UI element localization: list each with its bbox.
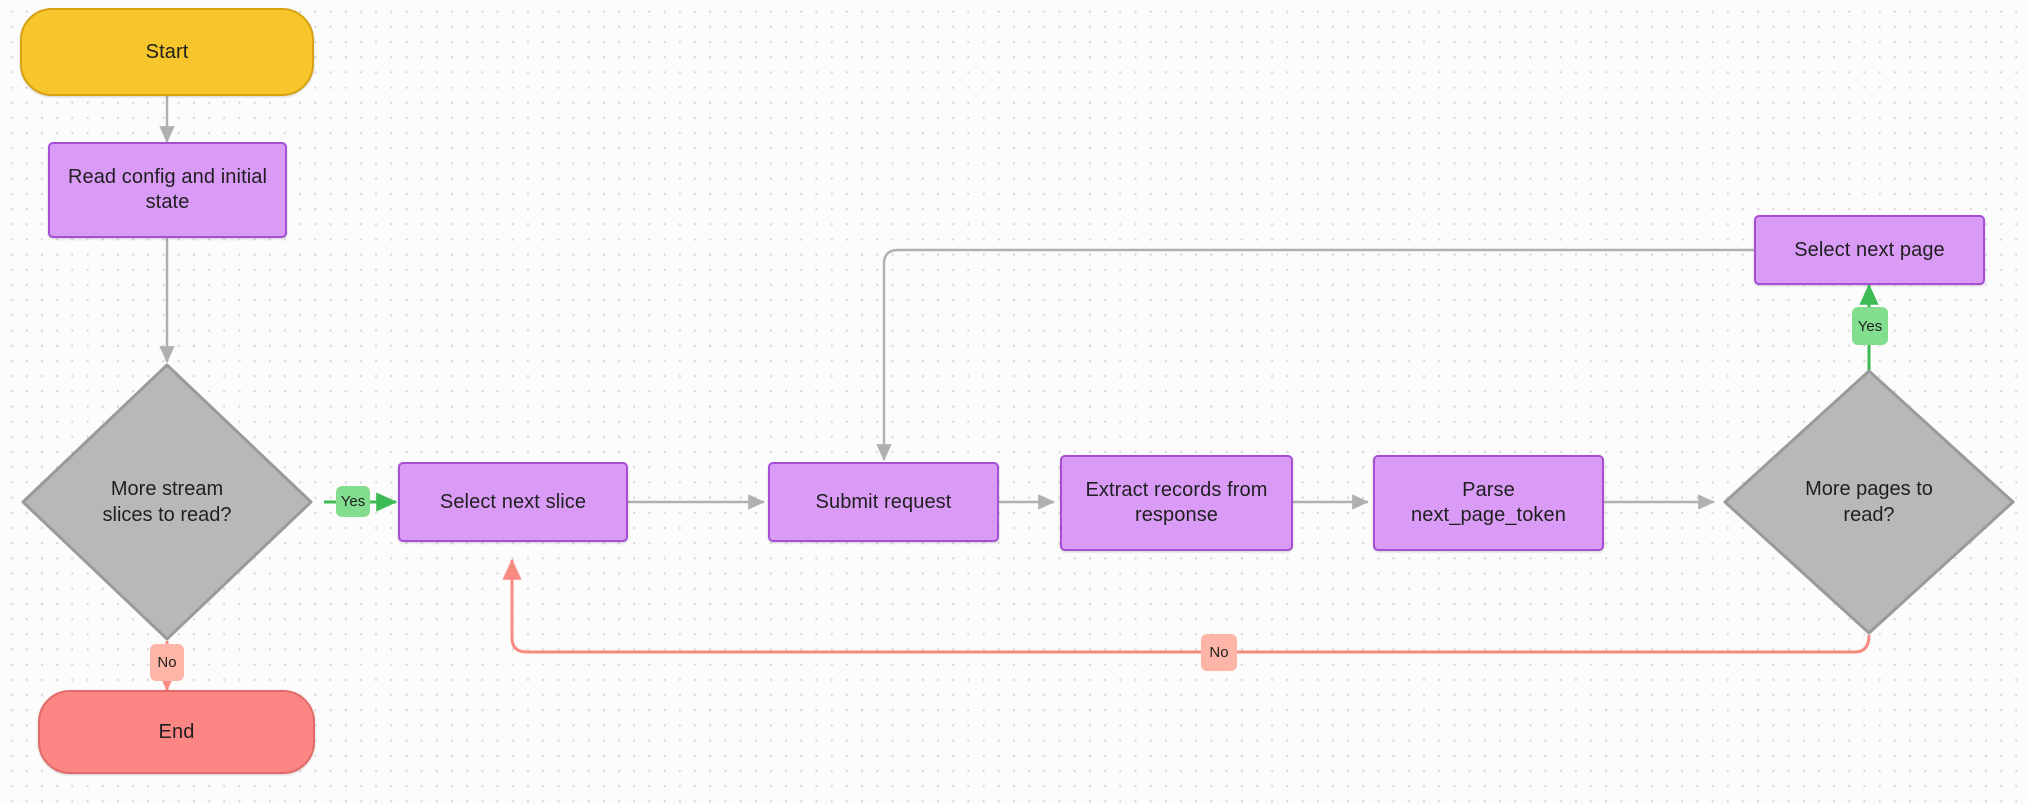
edge-label-yes-pages: Yes (1852, 307, 1888, 345)
node-extract-records[interactable]: Extract records from response (1060, 455, 1293, 551)
edge-more-pages-no-to-next-slice-loop (502, 558, 1871, 654)
node-read-config[interactable]: Read config and initial state (48, 142, 287, 238)
node-select-next-page-label: Select next page (1794, 238, 1945, 261)
node-end[interactable]: End (38, 690, 315, 774)
edge-label-yes-slices: Yes (336, 486, 370, 517)
node-end-label: End (158, 720, 195, 743)
node-start-label: Start (145, 40, 189, 63)
node-start[interactable]: Start (20, 8, 314, 96)
node-parse-next-page-token[interactable]: Parse next_page_token (1373, 455, 1604, 551)
edge-next-page-to-submit-loop (876, 248, 1754, 461)
node-select-next-slice[interactable]: Select next slice (398, 462, 628, 542)
node-more-pages[interactable]: More pages to read? (1722, 368, 2016, 636)
node-submit-request-label: Submit request (815, 490, 952, 513)
edge-label-no-slices: No (150, 644, 184, 681)
node-submit-request[interactable]: Submit request (768, 462, 999, 542)
edge-label-no-pages: No (1201, 634, 1237, 671)
node-select-next-page[interactable]: Select next page (1754, 215, 1985, 285)
node-more-pages-label: More pages to read? (1805, 478, 1933, 526)
node-more-stream-slices[interactable]: More stream slices to read? (20, 362, 314, 642)
node-more-stream-slices-label: More stream slices to read? (102, 478, 232, 526)
diamond-shape (21, 363, 313, 641)
node-read-config-label: Read config and initial state (67, 166, 268, 213)
node-parse-next-page-token-label: Parse next_page_token (1411, 479, 1566, 526)
node-select-next-slice-label: Select next slice (439, 490, 587, 513)
node-extract-records-label: Extract records from response (1085, 479, 1268, 526)
